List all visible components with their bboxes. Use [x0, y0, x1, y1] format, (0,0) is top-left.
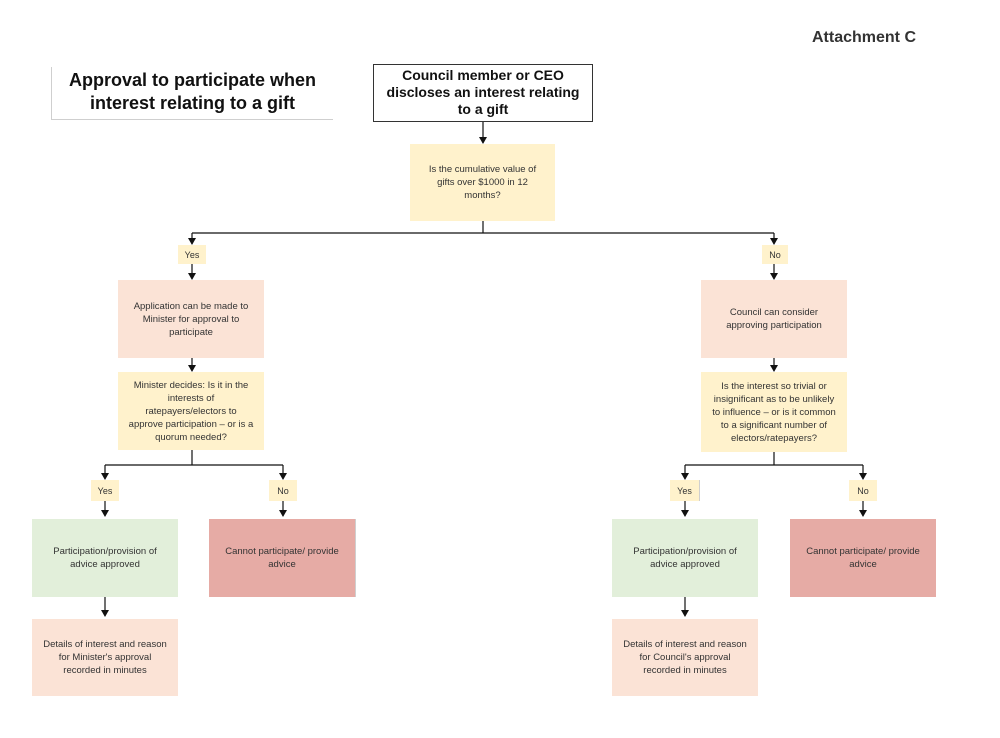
start-node-line3: to a gift: [457, 101, 509, 117]
participation-approved-node-council: Participation/provision of advice approv…: [612, 519, 758, 597]
no-label-trivial: No: [849, 480, 877, 501]
yes-label-trivial: Yes: [670, 480, 700, 501]
yes-label-gift: Yes: [178, 245, 206, 264]
details-recorded-node-council: Details of interest and reason for Counc…: [612, 619, 758, 696]
question-cumulative-value: Is the cumulative value of gifts over $1…: [410, 144, 555, 221]
cannot-participate-node-council: Cannot participate/ provide advice: [790, 519, 936, 597]
no-label-gift: No: [762, 245, 788, 264]
participation-approved-node-minister: Participation/provision of advice approv…: [32, 519, 178, 597]
start-node: Council member or CEO discloses an inter…: [373, 64, 593, 122]
page-title-line1: Approval to participate when: [68, 70, 317, 90]
attachment-label: Attachment C: [812, 29, 917, 46]
yes-label-minister: Yes: [91, 480, 119, 501]
page-title: Approval to participate when interest re…: [51, 67, 333, 120]
start-node-line1: Council member or CEO: [402, 67, 564, 83]
trivial-interest-question-node: Is the interest so trivial or insignific…: [701, 372, 847, 452]
minister-decides-node: Minister decides: Is it in the interests…: [118, 372, 264, 450]
details-recorded-node-minister: Details of interest and reason for Minis…: [32, 619, 178, 696]
cannot-participate-node-minister: Cannot participate/ provide advice: [209, 519, 356, 597]
no-label-minister: No: [269, 480, 297, 501]
council-consider-node: Council can consider approving participa…: [701, 280, 847, 358]
application-to-minister-node: Application can be made to Minister for …: [118, 280, 264, 358]
start-node-line2: discloses an interest relating: [386, 84, 580, 100]
page-title-line2: interest relating to a gift: [89, 93, 296, 113]
